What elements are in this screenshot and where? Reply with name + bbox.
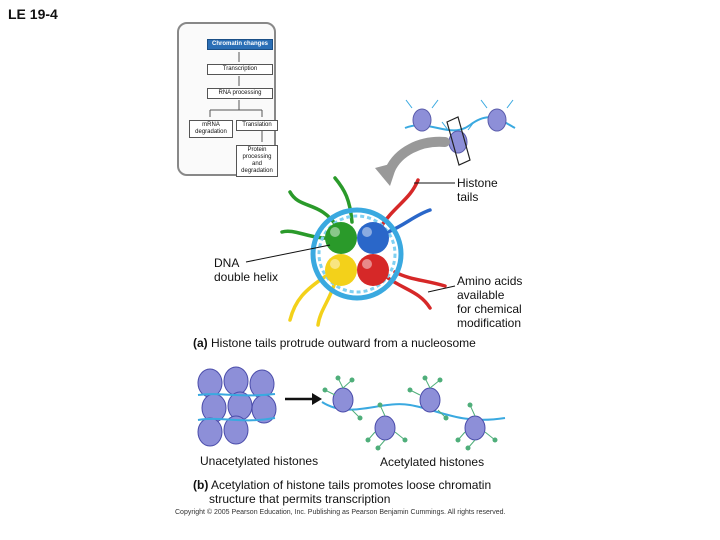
zoom-arrow-head [375, 162, 398, 186]
label-unacetylated: Unacetylated histones [200, 454, 319, 468]
copyright: Copyright © 2005 Pearson Education, Inc.… [175, 509, 506, 516]
caption-panel-a: (a) Histone tails protrude outward from … [193, 336, 476, 350]
label-leaders [245, 182, 456, 293]
figure-label: LE 19-4 [8, 6, 58, 22]
label-amino-acids: Amino acids available for chemical modif… [457, 274, 523, 330]
acetylated-strand [321, 375, 506, 451]
unacetylated-cluster [197, 365, 277, 450]
panel-a-text: Histone tails protrude outward from a nu… [211, 336, 476, 350]
panel-b-letter: (b) [193, 478, 209, 492]
transition-arrow [285, 393, 322, 405]
label-histone-tails: Histone tails [457, 176, 498, 204]
flow-transcription: Transcription [207, 64, 273, 75]
nucleosome [280, 176, 447, 327]
flow-protein-processing: Protein processing and degradation [236, 145, 278, 177]
zoom-arrow [385, 136, 450, 175]
flowchart-arrows [209, 52, 263, 142]
flow-rna-processing: RNA processing [207, 88, 273, 99]
caption-panel-b: (b) Acetylation of histone tails promote… [193, 478, 491, 492]
gene-expression-flowchart: Chromatin changes Transcription RNA proc… [177, 22, 278, 177]
caption-panel-b-line2: structure that permits transcription [209, 492, 391, 506]
panel-a-letter: (a) [193, 336, 208, 350]
label-dna-double-helix: DNA double helix [214, 256, 279, 284]
flow-chromatin-changes: Chromatin changes [207, 39, 273, 50]
panel-b-line1: Acetylation of histone tails promotes lo… [211, 478, 492, 492]
chromatin-strand [404, 99, 516, 166]
flow-mrna-degradation: mRNA degradation [189, 120, 233, 138]
flow-translation: Translation [236, 120, 278, 131]
label-acetylated: Acetylated histones [380, 455, 485, 469]
